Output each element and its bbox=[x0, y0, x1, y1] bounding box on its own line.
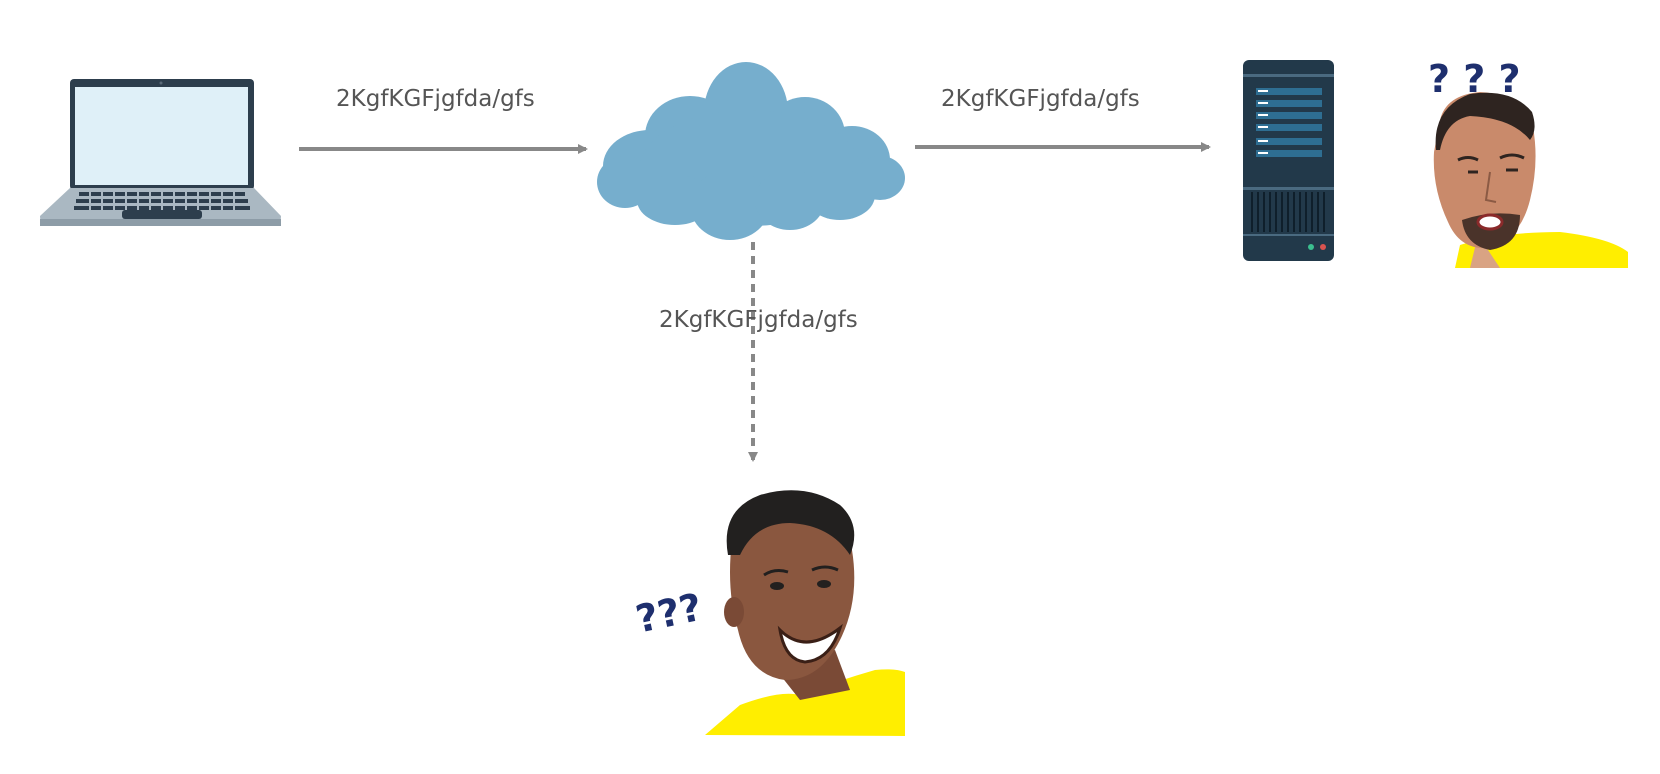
edge-label-cloud-eavesdropper: 2KgfKGFjgfda/gfs bbox=[659, 307, 858, 333]
cloud-icon bbox=[597, 62, 905, 240]
edge-label-cloud-server: 2KgfKGFjgfda/gfs bbox=[941, 86, 1140, 112]
laptop-icon bbox=[40, 79, 281, 226]
confused-person-server-icon: ? ? ? bbox=[1428, 57, 1628, 268]
edge-label-laptop-cloud: 2KgfKGFjgfda/gfs bbox=[336, 86, 535, 112]
confused-person-eavesdropper-icon: ??? bbox=[632, 490, 905, 736]
confused-question-marks-server: ? ? ? bbox=[1428, 57, 1521, 101]
confused-question-marks-eavesdropper: ??? bbox=[632, 585, 706, 642]
server-icon bbox=[1243, 60, 1334, 261]
